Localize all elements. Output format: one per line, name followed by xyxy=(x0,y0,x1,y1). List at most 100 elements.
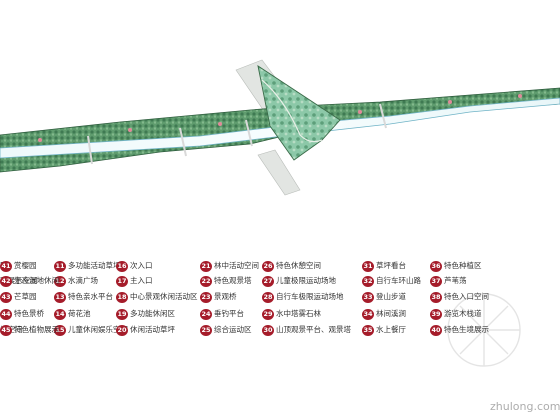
legend-label: 观展示空间 xyxy=(0,276,38,285)
legend-label: 林中活动空间 xyxy=(214,261,259,270)
legend-label: 赏樱园 xyxy=(14,261,37,270)
legend-number-badge: 34 xyxy=(362,308,374,320)
legend-number-badge: 14 xyxy=(54,308,66,320)
legend-number-badge: 25 xyxy=(200,324,212,336)
legend-number-badge: 29 xyxy=(262,308,274,320)
legend-number-badge: 45 xyxy=(0,324,12,336)
park-path xyxy=(261,79,323,143)
legend-label: 水中塔雾石林 xyxy=(276,309,321,318)
legend-label: 特色入口空间 xyxy=(444,292,489,301)
legend-label: 特色观景塔 xyxy=(214,276,252,285)
legend-number-badge: 15 xyxy=(54,324,66,336)
legend-number-badge: 21 xyxy=(200,260,212,272)
legend-label: 综合运动区 xyxy=(214,325,252,334)
legend-label: 休闲活动草坪 xyxy=(130,325,175,334)
legend-label: 景观桥 xyxy=(214,292,237,301)
legend-label: 游览木栈道 xyxy=(444,309,482,318)
legend-number-badge: 17 xyxy=(116,275,128,287)
legend-number-badge: 24 xyxy=(200,308,212,320)
legend-label: 林间溪涧 xyxy=(376,309,406,318)
legend-label: 儿童休闲娱乐空间 xyxy=(68,325,128,334)
legend-number-badge: 33 xyxy=(362,291,374,303)
legend-label: 山顶观景平台、观景塔 xyxy=(276,325,351,334)
legend-number-badge: 35 xyxy=(362,324,374,336)
legend-label: 水上餐厅 xyxy=(376,325,406,334)
legend-label: 生态湿地休闲 xyxy=(14,276,59,285)
bridge-4 xyxy=(379,103,387,129)
legend-label: 水滴广场 xyxy=(68,276,98,285)
legend-number-badge: 41 xyxy=(0,260,12,272)
legend-number-badge: 20 xyxy=(116,324,128,336)
legend-number-badge: 37 xyxy=(430,275,442,287)
legend-number-badge: 43 xyxy=(0,291,12,303)
legend-label: 自行车环山路 xyxy=(376,276,421,285)
legend-number-badge: 22 xyxy=(200,275,212,287)
site-master-plan xyxy=(0,59,560,196)
legend-label: 多功能活动草坪 xyxy=(68,261,121,270)
legend-label: 特色植物展示 xyxy=(14,325,59,334)
legend: 区观展示空间闲空间11多功能活动草坪12水滴广场13特色亲水平台14荷花池15儿… xyxy=(0,252,560,342)
legend-number-badge: 23 xyxy=(200,291,212,303)
legend-number-badge: 11 xyxy=(54,260,66,272)
legend-number-badge: 40 xyxy=(430,324,442,336)
bridge-2 xyxy=(179,127,187,157)
bridge-3 xyxy=(245,119,253,147)
legend-label: 草坪看台 xyxy=(376,261,406,270)
legend-label: 特色景桥 xyxy=(14,309,44,318)
legend-item-partial: 观展示空间 xyxy=(0,275,38,287)
legend-number-badge: 31 xyxy=(362,260,374,272)
legend-label: 儿童极限运动场地 xyxy=(276,276,336,285)
legend-number-badge: 32 xyxy=(362,275,374,287)
legend-label: 中心景观休闲活动区 xyxy=(130,292,198,301)
legend-number-badge: 38 xyxy=(430,291,442,303)
legend-label: 特色种植区 xyxy=(444,261,482,270)
legend-label: 芦苇荡 xyxy=(444,276,467,285)
bridge-1 xyxy=(87,135,93,165)
legend-number-badge: 28 xyxy=(262,291,274,303)
legend-label: 特色休憩空间 xyxy=(276,261,321,270)
legend-label: 荷花池 xyxy=(68,309,91,318)
legend-label: 垂钓平台 xyxy=(214,309,244,318)
legend-number-badge: 13 xyxy=(54,291,66,303)
legend-number-badge: 19 xyxy=(116,308,128,320)
legend-number-badge: 44 xyxy=(0,308,12,320)
triangle-park xyxy=(257,65,341,161)
legend-number-badge: 27 xyxy=(262,275,274,287)
legend-label: 次入口 xyxy=(130,261,153,270)
legend-number-badge: 42 xyxy=(0,275,12,287)
legend-label: 自行车极限运动场地 xyxy=(276,292,344,301)
watermark-text: zhulong.com xyxy=(490,400,560,413)
